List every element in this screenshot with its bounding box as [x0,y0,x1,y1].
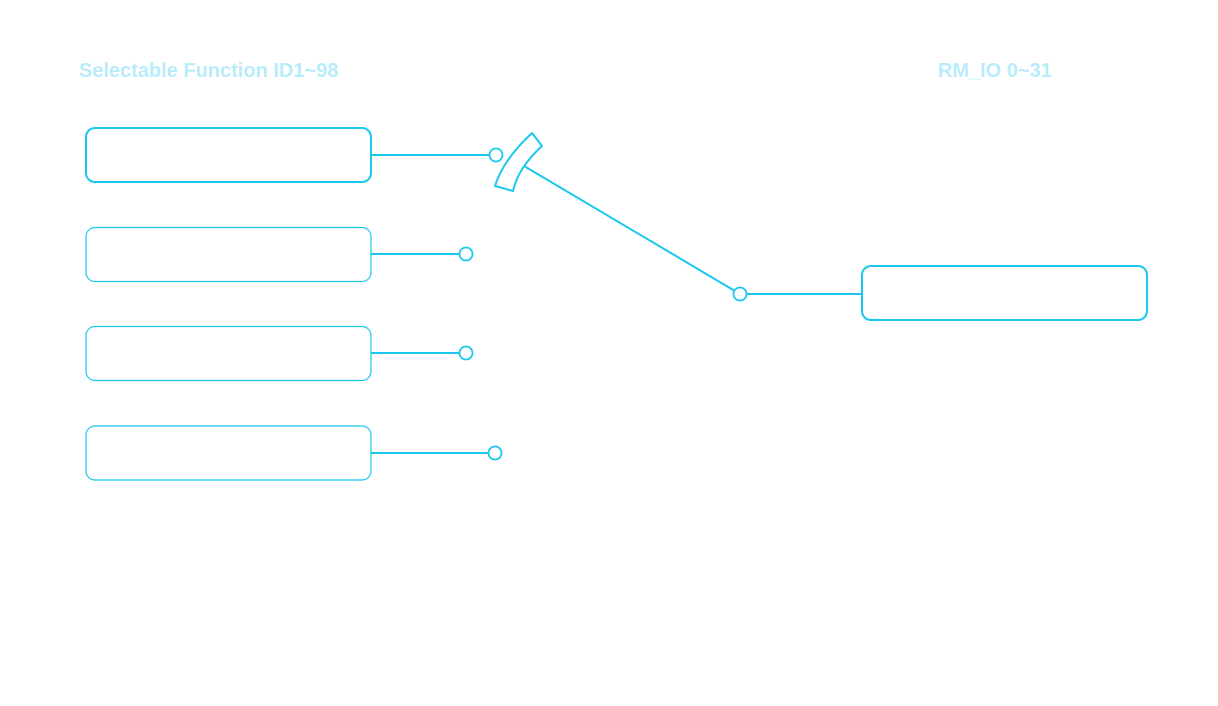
input-slot-1[interactable] [85,127,504,183]
input-box [85,127,372,183]
input-box [85,226,372,283]
input-terminal [458,345,474,361]
input-slot-4[interactable] [85,425,503,481]
switch-arm[interactable] [518,162,741,295]
switch-contact-tip[interactable] [494,132,543,192]
switch-pivot-terminal [732,286,748,302]
input-terminal [488,147,504,163]
rm-io-heading: RM_IO 0~31 [938,60,1052,82]
selectable-function-heading: Selectable Function ID1~98 [79,60,339,82]
output-box [861,265,1148,321]
input-box [85,425,372,481]
output-slot[interactable] [861,265,1148,321]
input-terminal [458,246,474,262]
input-box [85,325,372,382]
input-slot-2[interactable] [85,226,474,283]
input-slot-3[interactable] [85,325,474,382]
input-terminal [487,445,503,461]
